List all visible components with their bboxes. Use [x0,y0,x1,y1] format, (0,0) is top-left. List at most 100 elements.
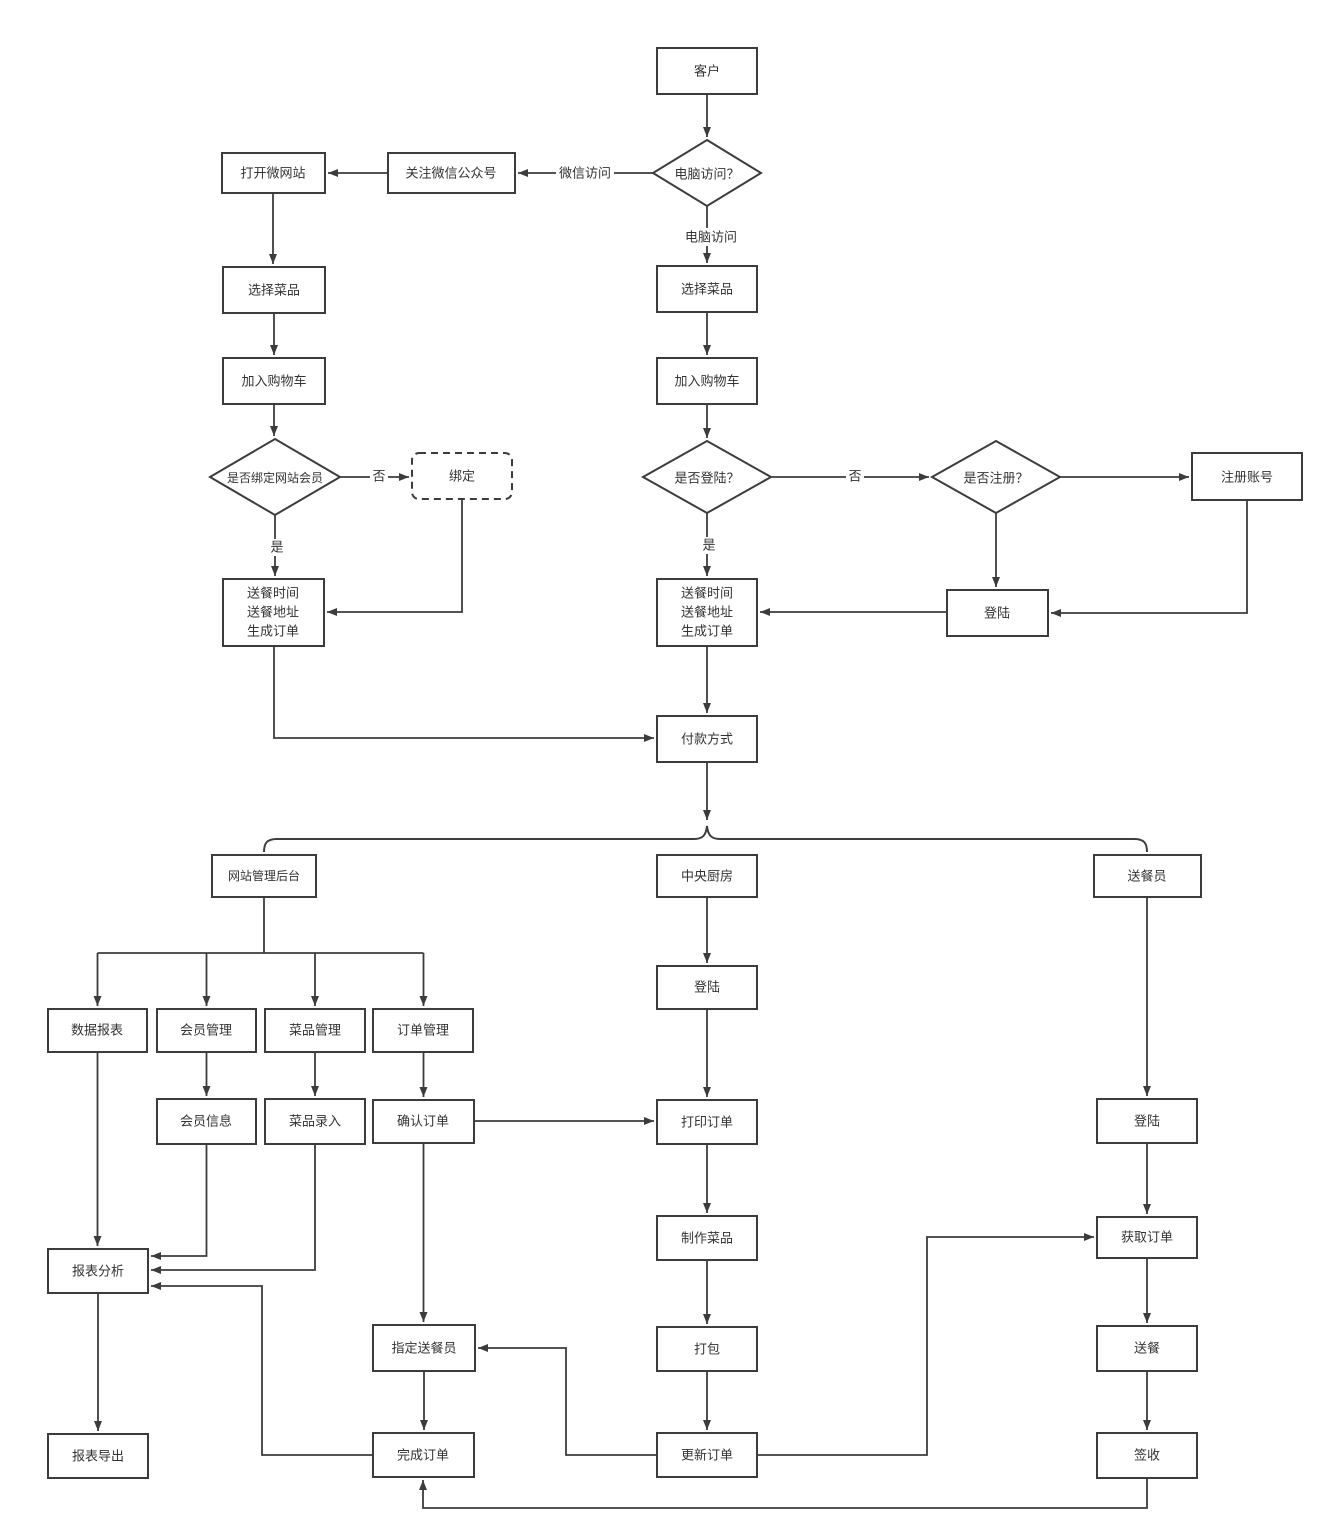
svg-text:生成订单: 生成订单 [247,624,299,639]
svg-text:生成订单: 生成订单 [681,624,733,639]
svg-text:是否登陆？: 是否登陆？ [674,471,739,486]
node-bind-member-decision: 是否绑定网站会员 [208,437,342,517]
label-wechat-access: 微信访问 [559,166,611,181]
svg-text:会员信息: 会员信息 [180,1114,232,1129]
node-bind: 绑定 [411,452,513,500]
svg-text:数据报表: 数据报表 [71,1023,123,1038]
label-login-no: 否 [848,469,861,484]
svg-text:会员管理: 会员管理 [180,1023,232,1038]
svg-text:关注微信公众号: 关注微信公众号 [405,166,496,181]
edge-bind-to-order-info [327,499,463,616]
node-dish-mgmt: 菜品管理 [264,1008,366,1053]
split-brace [263,825,1148,853]
svg-text:制作菜品: 制作菜品 [681,1231,733,1246]
svg-text:注册账号: 注册账号 [1221,470,1273,485]
svg-text:送餐时间: 送餐时间 [247,586,299,601]
flow-nodes: 客户 电脑访问？ 关注微信公众号 打开微网站 选择菜品 加入购物车 是否绑定网站… [47,47,1303,1479]
node-select-dish-pc: 选择菜品 [656,265,758,313]
node-order-mgmt: 订单管理 [372,1008,474,1053]
node-sign-receipt: 签收 [1096,1432,1198,1479]
edge-admin-distributor [97,897,424,954]
node-select-dish-wechat: 选择菜品 [222,266,326,314]
svg-text:网站管理后台: 网站管理后台 [228,868,300,883]
label-bind-no: 否 [372,469,385,484]
edge-order-info-wechat-to-payment [273,646,654,742]
node-make-dish: 制作菜品 [656,1215,758,1261]
node-deliver-meal: 送餐 [1096,1325,1198,1372]
edge-update-to-get-order [757,1233,1094,1456]
node-login-pc: 登陆 [946,589,1049,637]
svg-text:报表导出: 报表导出 [72,1449,124,1464]
edge-labels: 微信访问 电脑访问 否 是 否 是 [268,164,864,556]
svg-text:指定送餐员: 指定送餐员 [391,1341,456,1356]
node-pc-access-decision: 电脑访问？ [651,138,763,208]
svg-text:送餐地址: 送餐地址 [681,605,733,620]
svg-text:电脑访问？: 电脑访问？ [674,167,739,182]
node-report-analysis: 报表分析 [47,1248,149,1294]
svg-text:是否绑定网站会员: 是否绑定网站会员 [227,470,323,485]
edge-dish-entry-to-analysis [151,1144,316,1274]
edge-update-to-assign [478,1344,657,1456]
svg-text:加入购物车: 加入购物车 [674,374,739,389]
node-payment-method: 付款方式 [656,715,758,763]
node-register-decision: 是否注册？ [929,439,1063,515]
edge-sign-to-complete [419,1478,1148,1509]
node-add-cart-wechat: 加入购物车 [222,357,326,405]
node-order-info-pc: 送餐时间 送餐地址 生成订单 [656,578,758,647]
node-site-admin: 网站管理后台 [211,854,317,898]
edge-account-to-login [1051,500,1248,617]
node-update-order: 更新订单 [656,1432,758,1478]
node-delivery-staff: 送餐员 [1093,854,1202,898]
svg-text:加入购物车: 加入购物车 [241,374,306,389]
svg-text:打印订单: 打印订单 [681,1115,733,1130]
svg-text:菜品录入: 菜品录入 [289,1114,341,1129]
svg-text:登陆: 登陆 [1134,1114,1160,1129]
node-report-export: 报表导出 [47,1433,149,1479]
svg-text:送餐地址: 送餐地址 [247,605,299,620]
svg-text:选择菜品: 选择菜品 [681,282,733,297]
svg-text:送餐: 送餐 [1134,1341,1160,1356]
node-print-order: 打印订单 [656,1099,758,1145]
svg-text:客户: 客户 [694,64,720,79]
svg-text:菜品管理: 菜品管理 [289,1023,341,1038]
svg-text:登陆: 登陆 [984,606,1010,621]
svg-text:登陆: 登陆 [694,980,720,995]
svg-text:绑定: 绑定 [449,469,475,484]
node-member-info: 会员信息 [156,1098,257,1145]
label-login-yes: 是 [702,538,715,553]
svg-text:订单管理: 订单管理 [397,1023,449,1038]
node-login-delivery: 登陆 [1096,1098,1198,1144]
edge-member-info-to-analysis [151,1144,208,1260]
node-pack: 打包 [656,1326,758,1372]
node-complete-order: 完成订单 [372,1432,475,1478]
node-member-mgmt: 会员管理 [156,1008,257,1053]
node-login-decision: 是否登陆？ [640,439,774,515]
node-dish-entry: 菜品录入 [264,1098,366,1145]
svg-text:更新订单: 更新订单 [681,1448,733,1463]
svg-text:是否注册？: 是否注册？ [963,471,1028,486]
label-bind-yes: 是 [270,540,283,555]
svg-text:获取订单: 获取订单 [1121,1230,1173,1245]
svg-text:打包: 打包 [694,1342,720,1357]
svg-text:报表分析: 报表分析 [72,1264,124,1279]
svg-text:送餐员: 送餐员 [1127,869,1166,884]
svg-text:中央厨房: 中央厨房 [681,869,733,884]
svg-text:完成订单: 完成订单 [397,1448,449,1463]
node-add-cart-pc: 加入购物车 [656,357,758,405]
node-assign-delivery: 指定送餐员 [372,1324,476,1372]
svg-text:打开微网站: 打开微网站 [240,166,305,181]
svg-text:付款方式: 付款方式 [681,732,733,747]
node-follow-wechat: 关注微信公众号 [387,152,516,194]
edge-complete-to-analysis [151,1282,373,1456]
label-pc-access: 电脑访问 [685,230,737,245]
node-order-info-wechat: 送餐时间 送餐地址 生成订单 [222,578,325,647]
node-central-kitchen: 中央厨房 [656,854,758,898]
svg-text:签收: 签收 [1134,1448,1160,1463]
node-login-kitchen: 登陆 [656,965,758,1010]
svg-text:送餐时间: 送餐时间 [681,586,733,601]
node-confirm-order: 确认订单 [372,1099,475,1144]
node-register-account: 注册账号 [1191,452,1303,501]
node-customer: 客户 [656,47,758,95]
svg-text:选择菜品: 选择菜品 [248,283,300,298]
